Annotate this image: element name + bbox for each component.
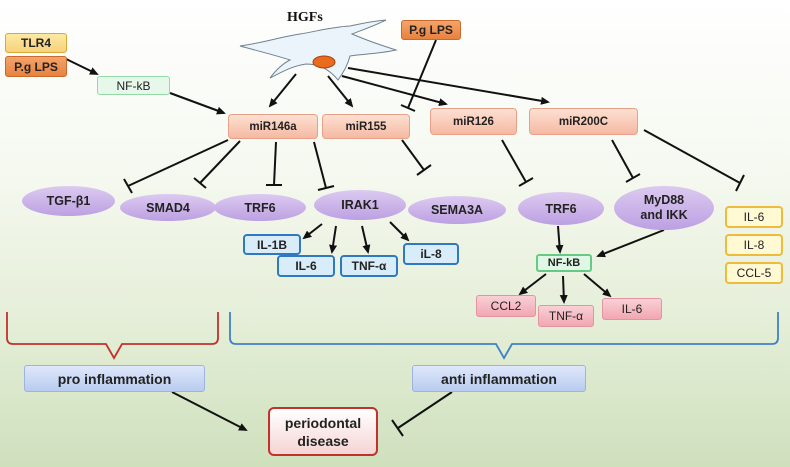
il6-pink: IL-6 (602, 298, 662, 320)
anti-inflammation-brace (229, 312, 779, 360)
inhibit-mir146a-to-trf6 (273, 141, 277, 186)
arrow-tlr4-to-nfkb (63, 57, 99, 75)
il1b-blue: IL-1B (243, 234, 301, 255)
myd88-label: MyD88 (643, 193, 685, 207)
arrow-nfkb-to-ccl2 (518, 273, 547, 296)
arrow-irak1-to-il8 (389, 221, 410, 242)
hgfs-label: HGFs (287, 10, 323, 25)
inhibit-mir146a-to-irak1 (313, 141, 327, 189)
inhibit-mir146a-to-smad4 (199, 140, 241, 184)
inhibit-mir200c-to-yellow-group (643, 129, 741, 184)
il8-blue: iL-8 (403, 243, 459, 265)
mir126-box: miR126 (430, 108, 517, 135)
trf6-left-target: TRF6 (214, 194, 306, 221)
tlr4-box: TLR4 (5, 33, 67, 53)
arrow-myd88-to-nfkb (596, 229, 665, 258)
tgfb1-target: TGF-β1 (22, 186, 115, 216)
myd88-ikk-target: MyD88 and IKK (614, 186, 714, 230)
arrow-cell-to-mir200c (347, 67, 550, 105)
smad4-target: SMAD4 (120, 194, 216, 221)
sema3a-target: SEMA3A (408, 196, 506, 224)
and-ikk-label: and IKK (640, 208, 688, 222)
periodontal-label: periodontal (284, 414, 362, 431)
hgf-cell-icon (239, 19, 398, 81)
periodontal-disease-box: periodontal disease (268, 407, 378, 456)
inhibit-anti-to-disease (397, 391, 453, 429)
il6-blue: IL-6 (277, 255, 335, 277)
pro-inflammation-brace (6, 312, 219, 360)
irak1-target: IRAK1 (314, 190, 406, 220)
arrow-trf6-to-nfkb (555, 225, 564, 254)
arrow-nfkb-to-tnfa (559, 275, 568, 304)
inhibit-mir155-to-sema3a (401, 139, 425, 171)
mir155-box: miR155 (322, 114, 410, 139)
nfkb-top-box: NF-kB (97, 76, 170, 95)
anti-inflammation-box: anti inflammation (412, 365, 586, 392)
arrow-cell-to-mir155 (327, 75, 354, 108)
arrow-irak1-to-il1b (302, 223, 323, 240)
arrow-nfkb-to-mir146a (169, 92, 226, 115)
arrow-irak1-to-il6 (329, 225, 338, 254)
disease-label: disease (297, 432, 349, 449)
pro-inflammation-box: pro inflammation (24, 365, 205, 392)
pglps-left-box: P.g LPS (5, 56, 67, 77)
arrow-nfkb-to-il6 (583, 273, 612, 298)
inhibit-mir200c-to-myd88 (611, 139, 634, 179)
inhibit-mir146a-to-tgfb1 (127, 139, 229, 187)
tnfa-pink: TNF-α (538, 305, 594, 327)
arrow-cell-to-mir126 (341, 75, 448, 107)
arrow-pro-to-disease (171, 391, 248, 431)
mir146a-box: miR146a (228, 114, 318, 139)
tnfa-blue: TNF-α (340, 255, 398, 277)
arrow-cell-to-mir146a (268, 73, 297, 108)
il6-yellow: IL-6 (725, 206, 783, 228)
trf6-right-target: TRF6 (518, 192, 604, 225)
mir200c-box: miR200C (529, 108, 638, 135)
ccl5-yellow: CCL-5 (725, 262, 783, 284)
inhibit-pglps-to-mir155 (407, 39, 437, 109)
il8-yellow: IL-8 (725, 234, 783, 256)
nfkb-mid-box: NF-kB (536, 254, 592, 272)
inhibit-mir126-to-trf6 (501, 139, 527, 183)
pglps-right-box: P.g LPS (401, 20, 461, 40)
ccl2-pink: CCL2 (476, 295, 536, 317)
arrow-irak1-to-tnfa (361, 225, 371, 254)
